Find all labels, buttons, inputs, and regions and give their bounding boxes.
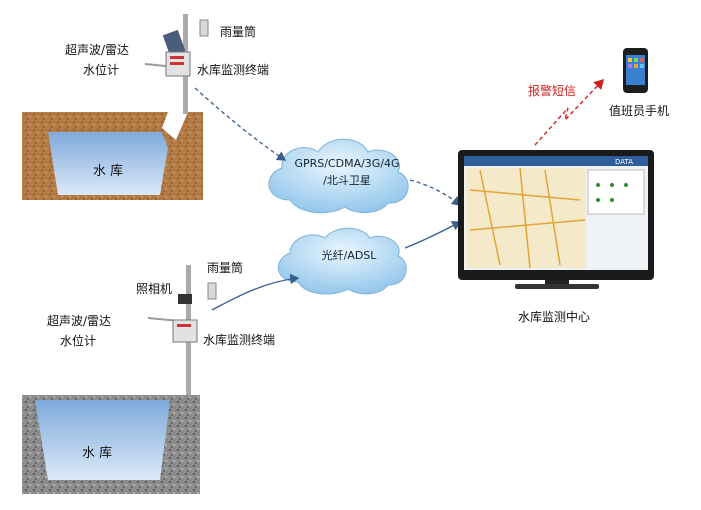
terminal-box-bottom <box>172 319 198 343</box>
top-terminal-label: 水库监测终端 <box>197 63 270 77</box>
water-bottom <box>35 400 170 480</box>
monitor-base <box>515 284 599 289</box>
reservoir-top <box>22 112 203 200</box>
wireless-network-line1: GPRS/CDMA/3G/4G <box>294 157 400 170</box>
screen-brand: DATA <box>615 158 633 166</box>
duty-phone-label: 值班员手机 <box>609 104 670 118</box>
arrow-alarm <box>534 78 604 146</box>
water-top <box>48 132 168 195</box>
arrow-top-to-wireless <box>194 87 287 161</box>
top-rain-gauge-label: 雨量筒 <box>220 25 257 39</box>
monitoring-center-label: 水库监测中心 <box>518 310 591 324</box>
bottom-reservoir-label: 水 库 <box>82 446 113 461</box>
bottom-sensor-label-line2: 水位计 <box>60 334 97 348</box>
arrow-wireless-to-center <box>409 179 461 206</box>
station-bottom <box>147 265 217 395</box>
monitor: DATA <box>458 150 654 289</box>
bottom-rain-gauge-label: 雨量筒 <box>207 261 244 275</box>
wired-network-label: 光纤/ADSL <box>321 249 377 262</box>
cloud-wireless <box>268 138 409 214</box>
cloud-wired <box>277 227 407 295</box>
bottom-sensor-label-line1: 超声波/雷达 <box>47 314 112 328</box>
arrow-wired-to-center <box>404 221 462 249</box>
phone <box>623 48 648 93</box>
rain-gauge-bottom-shape <box>207 282 217 300</box>
monitor-stand <box>545 280 569 284</box>
phone-screen <box>626 55 645 85</box>
bottom-terminal-label: 水库监测终端 <box>203 333 276 347</box>
station-top <box>144 14 209 114</box>
top-reservoir-label: 水 库 <box>93 164 124 179</box>
wireless-network-line2: /北斗卫星 <box>323 174 371 187</box>
bottom-camera-label: 照相机 <box>136 282 173 296</box>
top-sensor-label-line2: 水位计 <box>83 63 120 77</box>
top-sensor-label-line1: 超声波/雷达 <box>65 43 130 57</box>
reservoir-bottom <box>22 395 200 494</box>
arrow-bottom-to-wired <box>211 273 300 311</box>
solar-panel-top <box>162 29 186 57</box>
camera-shape <box>178 294 192 304</box>
alarm-sms-label: 报警短信 <box>528 84 577 98</box>
rain-gauge-top-shape <box>199 19 209 37</box>
